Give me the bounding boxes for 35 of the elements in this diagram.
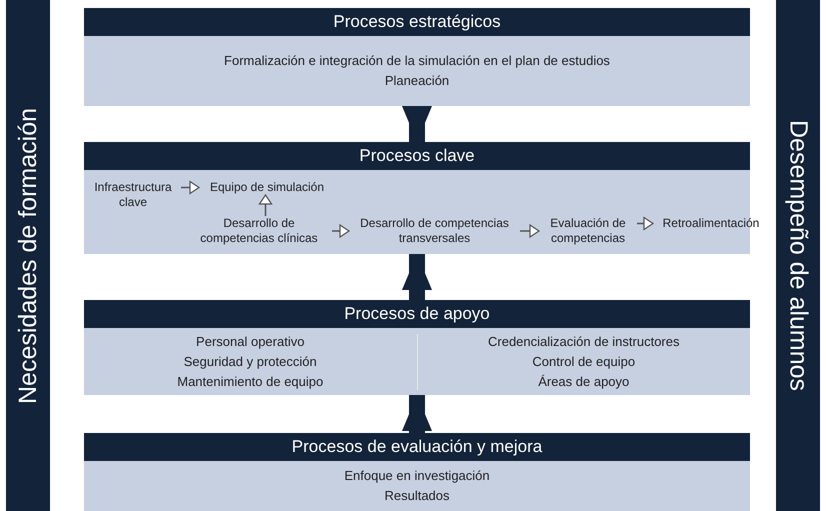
arrow bbox=[332, 224, 350, 238]
process-panel bbox=[84, 8, 750, 106]
block-arrow bbox=[402, 254, 432, 300]
process-step: Evaluación de competencias bbox=[542, 216, 634, 246]
process-step: Retroalimentación bbox=[656, 216, 766, 231]
process-item: Áreas de apoyo bbox=[538, 374, 630, 390]
process-item: Planeación bbox=[384, 73, 450, 89]
block-arrow bbox=[402, 106, 432, 142]
header-bar: Procesos de apoyo bbox=[84, 300, 750, 328]
arrow bbox=[637, 216, 654, 230]
process-step: Desarrollo de competencias transversales bbox=[352, 216, 517, 246]
process-step: Infraestructura clave bbox=[88, 180, 178, 210]
process-item: Credencialización de instructores bbox=[488, 334, 680, 350]
side-band bbox=[6, 0, 50, 511]
process-item: Enfoque en investigación bbox=[344, 468, 490, 484]
process-item: Mantenimiento de equipo bbox=[177, 374, 324, 390]
header-bar: Procesos de evaluación y mejora bbox=[84, 433, 750, 461]
process-item: Formalización e integración de la simulación en el plan de estudios bbox=[224, 53, 610, 69]
process-item: Personal operativo bbox=[196, 334, 304, 350]
header-bar: Procesos estratégicos bbox=[84, 8, 750, 36]
process-step: Desarrollo de competencias clínicas bbox=[189, 216, 329, 246]
block-arrow bbox=[402, 395, 432, 433]
process-panel bbox=[84, 433, 750, 511]
process-step: Equipo de simulación bbox=[202, 180, 332, 195]
header-bar: Procesos clave bbox=[84, 142, 750, 170]
process-item: Seguridad y protección bbox=[184, 354, 317, 370]
band-label: Necesidades de formación bbox=[14, 108, 42, 404]
process-item: Control de equipo bbox=[532, 354, 636, 370]
arrow bbox=[520, 224, 540, 238]
side-band bbox=[776, 0, 820, 511]
process-panel bbox=[84, 300, 750, 395]
band-label: Desempeño de alumnos bbox=[784, 120, 812, 391]
arrow bbox=[181, 180, 200, 194]
process-item: Resultados bbox=[384, 488, 450, 504]
arrow bbox=[258, 194, 272, 216]
